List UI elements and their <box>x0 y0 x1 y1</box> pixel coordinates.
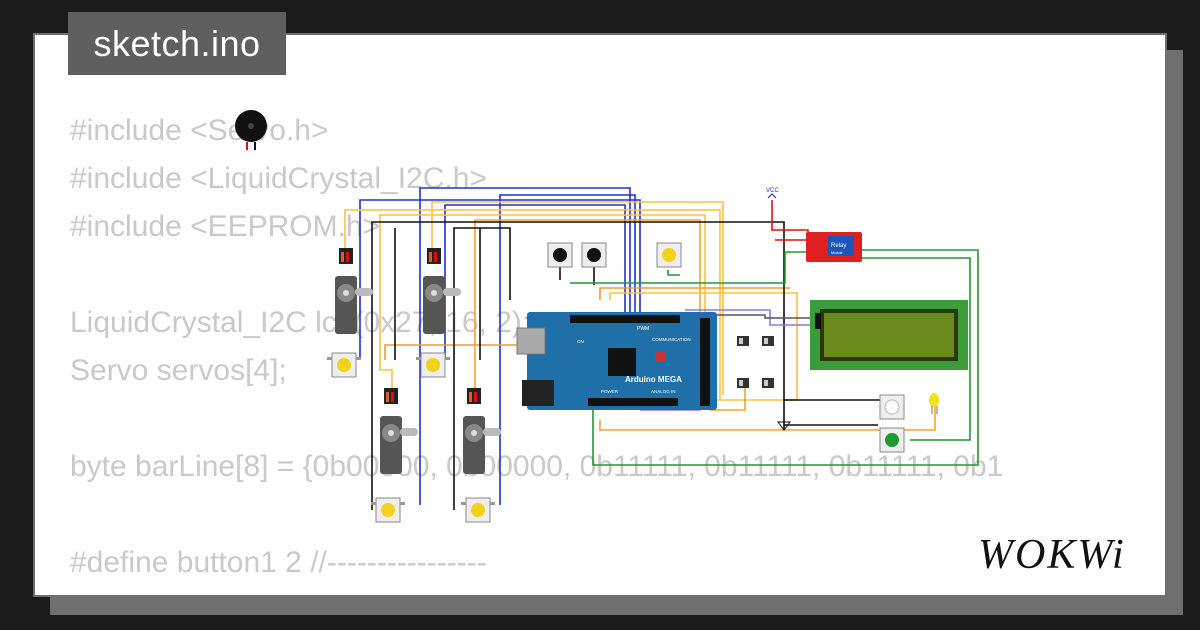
code-line: #define button1 2 //---------------- <box>70 546 487 579</box>
code-preview: #include <Servo.h>#include <LiquidCrysta… <box>70 107 1004 595</box>
pushbutton-icon <box>656 242 682 268</box>
board-analog-label: ANALOG IN <box>651 389 676 394</box>
lcd-display-icon <box>810 300 968 370</box>
pushbutton-icon <box>879 427 905 453</box>
board-power-label: POWER <box>601 389 619 394</box>
pushbutton-icon <box>327 352 361 378</box>
code-line: byte barLine[8] = {0b00000, 0b00000, 0b1… <box>70 450 1004 483</box>
pushbutton-icon <box>581 242 607 268</box>
servo-icon <box>380 388 418 474</box>
servo-icon <box>335 248 373 334</box>
code-line: #include <EEPROM.h> <box>70 210 381 243</box>
vcc-label: VCC <box>766 188 779 194</box>
led-icon <box>929 393 939 414</box>
slide-switch-icon <box>737 336 774 388</box>
buzzer-icon <box>235 110 267 150</box>
ground-icon <box>777 418 791 431</box>
servo-icon <box>463 388 501 474</box>
code-line: #include <LiquidCrystal_I2C.h> <box>70 162 487 195</box>
pushbutton-icon <box>461 497 495 523</box>
wokwi-logo-icon: WOKWi <box>978 532 1126 578</box>
relay-sub-label: Module <box>831 251 843 255</box>
code-line: #define button2 3 // - BUTTON - / <box>70 587 1003 595</box>
pushbutton-icon <box>416 352 450 378</box>
relay-module-icon: Relay Module <box>806 232 862 262</box>
panel-shadow-bottom <box>50 597 1183 615</box>
filename-tab: sketch.ino <box>68 12 286 75</box>
board-on-label: ON <box>577 339 584 344</box>
vcc-icon: VCC <box>766 188 779 199</box>
board-pwm-label: PWM <box>637 326 649 332</box>
panel-shadow-right <box>1167 50 1183 615</box>
pushbutton-icon <box>547 242 573 268</box>
pushbutton-icon <box>371 497 405 523</box>
servo-icon <box>423 248 461 334</box>
arduino-mega-board: PWM COMMUNICATION Arduino MEGA POWER ANA… <box>516 312 717 410</box>
board-label: Arduino MEGA <box>625 375 682 384</box>
code-line: Servo servos[4]; <box>70 354 287 387</box>
board-communication-label: COMMUNICATION <box>652 337 691 342</box>
pushbutton-icon <box>879 394 905 420</box>
relay-label: Relay <box>831 243 846 249</box>
wokwi-logo-text: WOKWi <box>978 532 1126 578</box>
